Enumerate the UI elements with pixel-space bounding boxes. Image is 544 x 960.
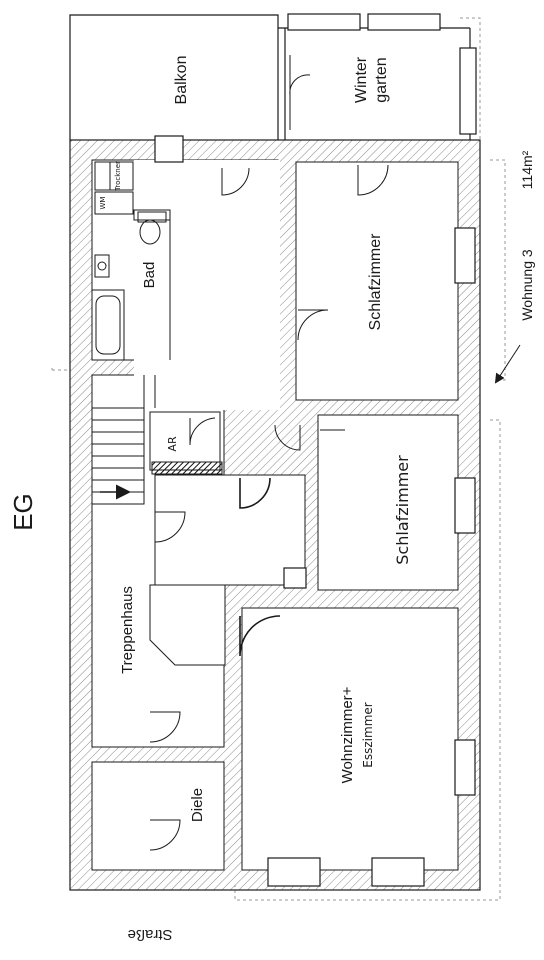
label-wintergarten-2: garten [373, 57, 390, 102]
label-schlafzimmer-1: Schlafzimmer [367, 233, 384, 331]
apartment-pointer [494, 344, 521, 384]
floor-label: EG [8, 493, 38, 531]
outer-walls [69, 139, 481, 891]
label-wohnzimmer-2: Esszimmer [361, 702, 375, 767]
label-wintergarten-1: Winter [353, 56, 370, 103]
label-ar: AR [166, 436, 179, 452]
balkon-outline [69, 14, 471, 140]
stairs [91, 375, 156, 505]
label-diele: Diele [189, 788, 206, 822]
room-labels: Balkon Winter garten Bad Schlafzimmer Sc… [99, 56, 412, 823]
street-label: Straße [127, 926, 172, 943]
label-treppenhaus: Treppenhaus [119, 586, 136, 674]
windows [154, 13, 477, 887]
label-wohnzimmer-1: Wohnzimmer+ [339, 686, 356, 783]
label-wm: WM [99, 197, 107, 210]
bathroom-fixtures [91, 161, 171, 361]
label-trockner: Trockner [114, 161, 122, 192]
label-balkon: Balkon [173, 56, 190, 105]
label-bad: Bad [141, 262, 158, 289]
doors [149, 55, 389, 851]
apartment-area: 114m² [519, 150, 535, 189]
label-schlafzimmer-2: Schlafzimmer [393, 455, 412, 565]
apartment-name: Wohnung 3 [519, 249, 535, 321]
